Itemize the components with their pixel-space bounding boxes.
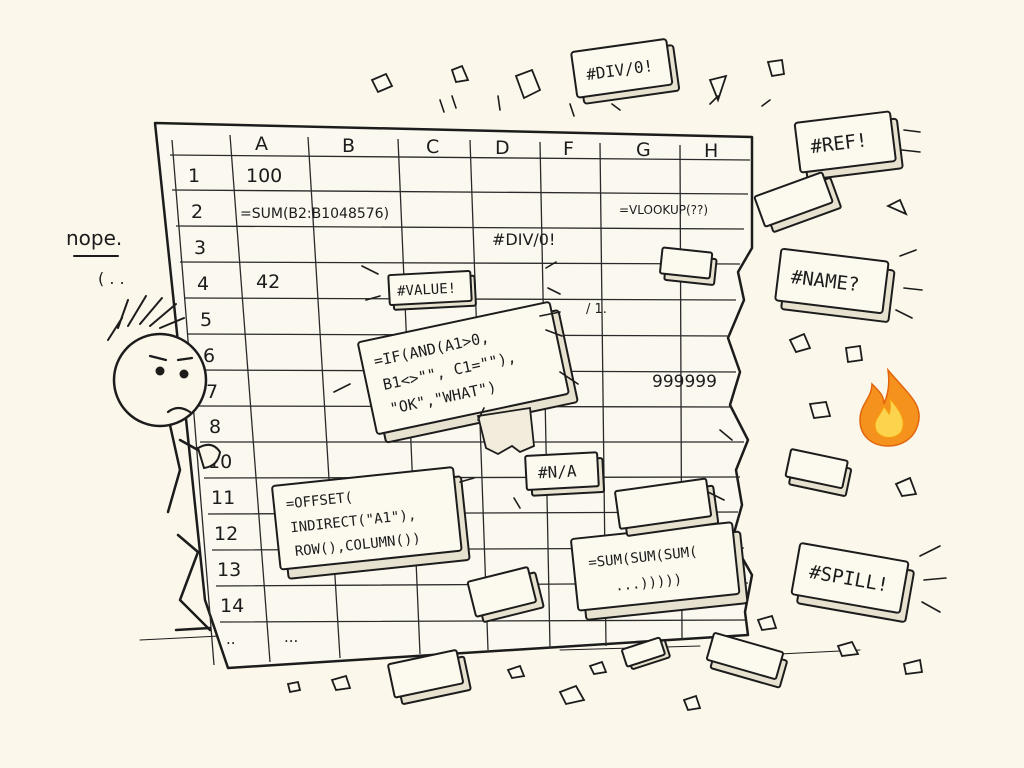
row-number: 8	[209, 416, 221, 438]
formula-block-if: =IF(AND(A1>0, B1<>"", C1=""), "OK","WHAT…	[357, 301, 579, 444]
messy-hair	[107, 295, 185, 341]
col-header-a: A	[255, 133, 268, 155]
error-chip-div0: #DIV/0!	[570, 38, 681, 105]
hand-grip	[196, 443, 222, 470]
column-headers: A B C D F G H	[255, 133, 718, 162]
speech: nope. ( . .	[66, 226, 125, 288]
cell-a15: ...	[284, 628, 298, 646]
cell-f5: / 1.	[586, 302, 607, 317]
col-header-d: D	[495, 137, 510, 159]
cell-a4: 42	[256, 271, 280, 293]
crack-lines	[333, 95, 947, 613]
error-chip-name: #NAME?	[774, 247, 896, 323]
debris-chunks	[387, 171, 853, 705]
row-number: ..	[226, 630, 236, 648]
cell-d3: #DIV/0!	[492, 230, 555, 249]
cell-contents: 100 =SUM(B2:B1048576) 42 =VLOOKUP(??) #D…	[240, 165, 717, 646]
row-number: 13	[217, 559, 241, 581]
cell-g7: 999999	[652, 372, 717, 392]
error-chip-value: #VALUE!	[387, 269, 477, 311]
row-number: 5	[200, 309, 212, 331]
error-chip-na: #N/A	[524, 451, 605, 497]
row-number: 1	[188, 165, 200, 187]
error-text-na: #N/A	[538, 461, 578, 482]
formula-block-sum: =SUM(SUM(SUM( ...)))))	[570, 521, 749, 621]
error-chip-ref: #REF!	[793, 110, 904, 181]
row-number: 11	[211, 487, 235, 509]
error-text-value: #VALUE!	[397, 281, 457, 300]
row-number: 4	[197, 273, 209, 295]
worried-face-icon	[112, 332, 208, 428]
cell-g2: =VLOOKUP(??)	[619, 203, 708, 217]
row-number: 14	[220, 595, 244, 617]
formula-sum-line-2: ...)))))	[614, 572, 683, 595]
row-number: 7	[206, 381, 218, 403]
col-header-g: G	[636, 139, 651, 161]
cell-a1: 100	[246, 165, 282, 187]
thought-dots: ( . .	[98, 269, 125, 288]
row-number: 2	[191, 201, 203, 223]
formula-block-offset: =OFFSET( INDIRECT("A1"), ROW(),COLUMN())	[271, 466, 471, 580]
col-header-f: F	[563, 138, 574, 160]
error-chip-spill: #SPILL!	[790, 542, 915, 623]
formula-offset-line-1: =OFFSET(	[285, 490, 354, 513]
row-number: 3	[194, 237, 206, 259]
col-header-c: C	[426, 136, 439, 158]
cell-a2: =SUM(B2:B1048576)	[240, 206, 389, 222]
speech-text: nope.	[66, 226, 122, 250]
row-number: 6	[203, 345, 215, 367]
row-numbers: 1 2 3 4 5 6 7 8 10 11 12 13 14 ..	[188, 165, 244, 648]
col-header-h: H	[704, 140, 718, 162]
fire-icon	[859, 367, 920, 447]
col-header-b: B	[342, 135, 355, 157]
row-number: 12	[214, 523, 238, 545]
stick-figure	[107, 295, 222, 632]
small-debris	[286, 58, 924, 712]
